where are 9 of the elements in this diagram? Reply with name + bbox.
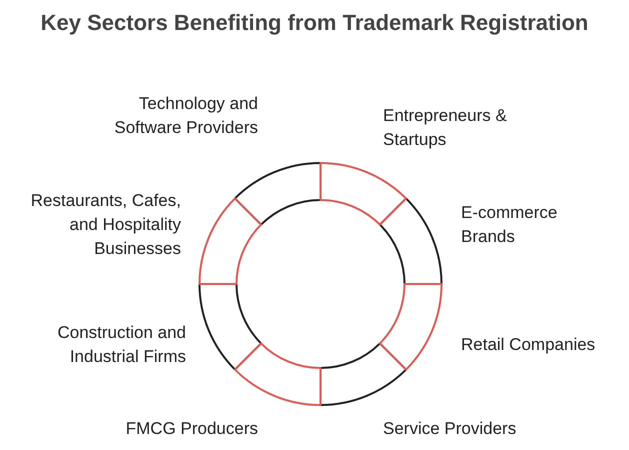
sector-label: Construction and Industrial Firms — [16, 321, 186, 369]
sector-label: Restaurants, Cafes, and Hospitality Businesses — [1, 189, 181, 261]
diagram-title: Key Sectors Benefiting from Trademark Registration — [40, 10, 590, 36]
sector-label: Technology and Software Providers — [88, 92, 258, 140]
sector-label: E-commerce Brands — [461, 201, 611, 249]
sector-label: Entrepreneurs & Startups — [383, 104, 553, 152]
sector-label: Retail Companies — [461, 333, 626, 357]
sector-label: FMCG Producers — [88, 417, 258, 441]
sector-label: Service Providers — [383, 417, 553, 441]
